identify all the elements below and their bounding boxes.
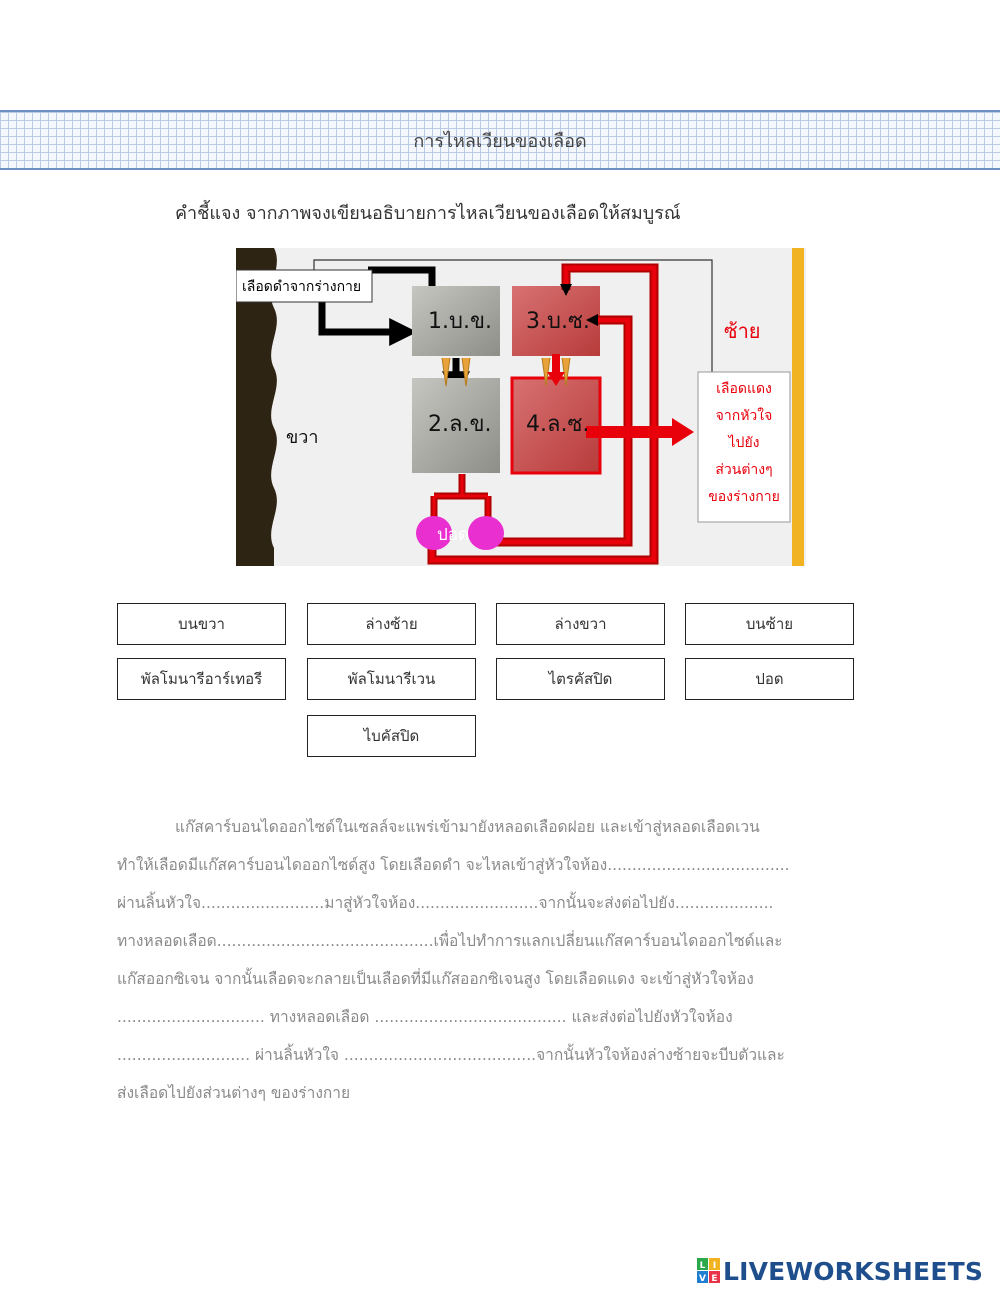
- chamber3-label: 3.บ.ซ.: [526, 309, 590, 334]
- lung-right: [468, 516, 504, 550]
- label-right-side: ขวา: [286, 427, 319, 448]
- body-wall-right: [792, 248, 804, 566]
- page-title: การไหลเวียนของเลือด: [413, 131, 587, 152]
- svg-text:V: V: [699, 1274, 706, 1284]
- paragraph-line-4: ทางหลอดเลือด............................…: [117, 932, 783, 950]
- paragraph-line-1: แก๊สคาร์บอนไดออกไซด์ในเซลล์จะแพร่เข้ามาย…: [175, 818, 760, 836]
- chamber-left-ventricle: [510, 376, 602, 475]
- logo-text: LIVEWORKSHEETS: [723, 1256, 984, 1286]
- svg-text:E: E: [711, 1274, 717, 1284]
- svg-text:L: L: [700, 1261, 706, 1271]
- valve-bicuspid: [541, 357, 571, 387]
- paragraph-line-8: ส่งเลือดไปยังส่วนต่างๆ ของร่างกาย: [117, 1084, 351, 1102]
- oxy-label-line-2: จากหัวใจ: [716, 407, 773, 424]
- paragraph-line-6: .............................. ทางหลอดเล…: [117, 1008, 733, 1026]
- instruction-text: คำชี้แจง จากภาพจงเขียนอธิบายการไหลเวียนข…: [175, 203, 681, 224]
- answer-box-lower-left[interactable]: ล่างซ้าย: [307, 603, 476, 645]
- liveworksheets-logo-icon: L I V E: [697, 1258, 720, 1284]
- lung-left: [416, 516, 452, 550]
- svg-text:I: I: [713, 1261, 716, 1271]
- chamber2-label: 2.ล.ข.: [428, 412, 492, 437]
- deoxy-arrow-side: [318, 298, 418, 346]
- aorta-arrow: [586, 418, 694, 446]
- answer-box-upper-left[interactable]: บนซ้าย: [685, 603, 854, 645]
- chamber-right-atrium: [412, 286, 500, 356]
- oxy-label-line-5: ของร่างกาย: [708, 489, 780, 505]
- oxy-label-line-3: ไปยัง: [728, 434, 760, 451]
- valve-tricuspid: [441, 357, 471, 387]
- oxy-label-box: [697, 371, 791, 523]
- chamber1-label: 1.บ.ข.: [428, 309, 492, 334]
- body-wall: [236, 248, 277, 566]
- lung-label: ปอด: [437, 525, 469, 545]
- chamber-right-ventricle: [412, 378, 500, 473]
- label-left-side: ซ้าย: [724, 319, 761, 343]
- answer-box-lung[interactable]: ปอด: [685, 658, 854, 700]
- answer-box-pulmonary-artery[interactable]: พัลโมนารีอาร์เทอรี: [117, 658, 286, 700]
- answer-box-upper-right[interactable]: บนขวา: [117, 603, 286, 645]
- chamber4-label: 4.ล.ซ.: [526, 412, 589, 437]
- oxy-label-line-4: ส่วนต่างๆ: [715, 462, 772, 478]
- chamber-left-atrium: [512, 286, 600, 356]
- oxy-label-line-1: เลือดแดง: [716, 381, 772, 397]
- answer-box-pulmonary-vein[interactable]: พัลโมนารีเวน: [307, 658, 476, 700]
- return-line: [313, 259, 713, 372]
- answer-box-lower-right[interactable]: ล่างขวา: [496, 603, 665, 645]
- title-banner: [0, 110, 1000, 170]
- paragraph-line-3: ผ่านลิ้นหัวใจ.........................มา…: [117, 894, 774, 912]
- liveworksheets-logo: L I V E LIVEWORKSHEETS: [697, 1256, 983, 1286]
- deoxy-label-box: [236, 269, 373, 303]
- paragraph-line-7: ........................... ผ่านลิ้นหัวใ…: [117, 1046, 785, 1064]
- answer-box-tricuspid[interactable]: ไตรคัสปิด: [496, 658, 665, 700]
- deoxy-label: เลือดดำจากร่างกาย: [242, 279, 361, 295]
- paragraph-line-5: แก๊สออกซิเจน จากนั้นเลือดจะกลายเป็นเลือด…: [117, 970, 754, 988]
- paragraph-line-2: ทำให้เลือดมีแก๊สคาร์บอนไดออกไซด์สูง โดยเ…: [117, 856, 790, 874]
- answer-box-bicuspid[interactable]: ไบคัสปิด: [307, 715, 476, 757]
- blood-circulation-diagram: เลือดดำจากร่างกาย ขวา ซ้าย 1.บ.ข. 2.ล.ข.…: [236, 248, 806, 566]
